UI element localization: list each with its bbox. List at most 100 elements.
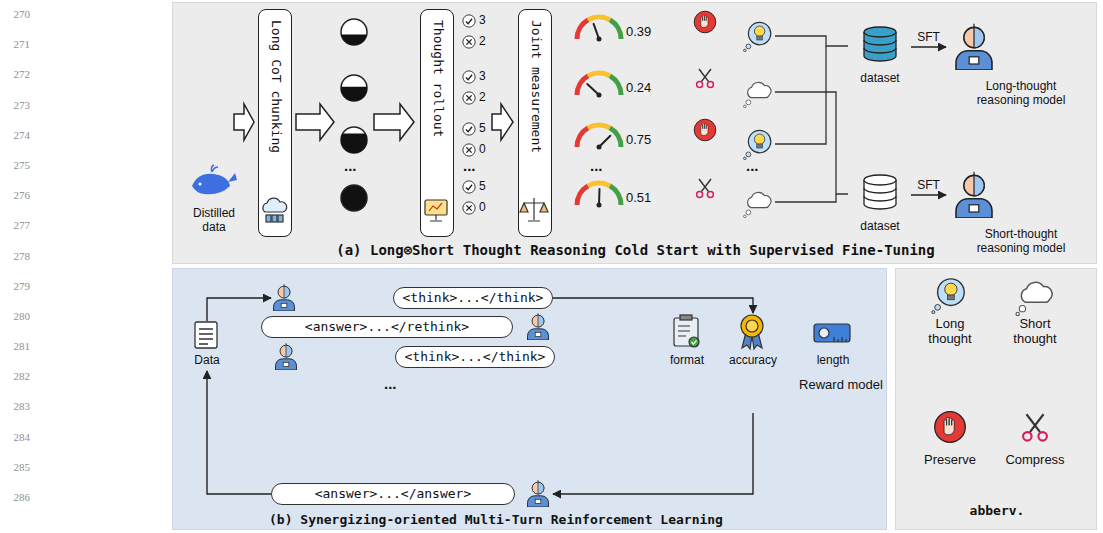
line-number: 282 — [2, 369, 30, 384]
gauge-icon — [577, 17, 621, 207]
ellipsis: ... — [463, 158, 493, 173]
gauge-icon — [599, 136, 610, 147]
box-icon — [429, 203, 442, 211]
model-icon — [956, 24, 992, 70]
legend-icon — [1016, 282, 1052, 315]
data-icon — [195, 322, 217, 348]
merge-line — [775, 46, 826, 144]
legend-text: Short thought — [1005, 316, 1065, 346]
filled-circle — [341, 87, 367, 101]
node-text: Data — [186, 353, 228, 368]
box-icon — [266, 215, 271, 222]
filled-circle — [341, 19, 367, 211]
process-box: Joint measurement — [518, 9, 552, 237]
thought-icon — [744, 130, 771, 159]
model-icon — [528, 313, 549, 340]
line-number: 274 — [2, 128, 30, 143]
gauge-icon — [597, 93, 602, 98]
line-number: 275 — [2, 158, 30, 173]
length-icon — [814, 324, 850, 342]
accuracy-icon — [742, 332, 762, 349]
format-icon — [674, 318, 698, 346]
ellipsis: ... — [384, 376, 414, 391]
legend-icon — [932, 279, 964, 314]
line-number: 283 — [2, 399, 30, 414]
ellipsis: ... — [746, 158, 776, 173]
whale-icon — [228, 173, 237, 182]
preserve-compress-icon — [694, 11, 716, 33]
preserve-compress-icon — [697, 179, 714, 198]
gauge-icon — [597, 203, 602, 208]
hollow-arrow — [296, 104, 334, 140]
model-icon — [274, 284, 295, 311]
node-text: <answer>...</answer> — [271, 483, 515, 505]
data-icon — [195, 322, 217, 348]
rollout-count: 2 — [479, 34, 493, 49]
thought-icon — [744, 192, 771, 217]
connector — [911, 46, 946, 47]
format-icon — [678, 326, 690, 336]
check-cross-icon — [463, 92, 475, 104]
node-text: Distilled data — [183, 206, 245, 234]
gauge-icon — [577, 183, 621, 205]
gauge-icon — [597, 37, 602, 42]
edge-label: SFT — [909, 178, 949, 192]
thought-icon — [744, 82, 771, 107]
merge-line — [775, 92, 848, 194]
whale-icon — [192, 165, 237, 194]
format-icon — [674, 315, 699, 347]
legend-text: Preserve — [915, 452, 985, 467]
connector — [553, 298, 753, 313]
accuracy-icon — [741, 315, 763, 349]
box-icon — [430, 215, 442, 221]
thought-icon — [744, 22, 771, 51]
ellipsis: ... — [590, 158, 620, 173]
preserve-compress-icon — [694, 119, 716, 141]
check-cross-icon — [463, 144, 475, 156]
line-number: 281 — [2, 339, 30, 354]
legend-icon — [935, 412, 966, 443]
merge-line — [775, 36, 848, 202]
connector — [553, 413, 753, 494]
check-cross-icon — [463, 15, 475, 214]
rollout-count: 5 — [479, 121, 493, 136]
rollout-count: 0 — [479, 142, 493, 157]
box-icon — [520, 203, 548, 212]
dialog-turn: <answer>...</rethink> — [261, 314, 553, 340]
length-icon — [814, 324, 850, 342]
dataset-icon — [864, 27, 896, 209]
dataset-node: dataset — [849, 23, 911, 103]
model-icon — [528, 480, 549, 507]
check-cross-icon — [463, 202, 475, 214]
model-node: Long-thought reasoning model — [946, 23, 1096, 113]
node-text: <think>...</think> — [393, 287, 553, 309]
line-number: 278 — [2, 249, 30, 264]
model-icon — [274, 24, 993, 507]
box-icon — [425, 200, 447, 215]
node-text: Short-thought reasoning model — [961, 227, 1081, 255]
box-icon — [263, 198, 287, 212]
accuracy-icon — [741, 315, 763, 337]
filled-circle — [341, 134, 367, 154]
format-icon — [689, 337, 699, 347]
preserve-compress-icon — [694, 11, 716, 197]
thought-icon — [744, 22, 771, 217]
source-node: Distilled data — [183, 161, 245, 236]
filled-circle — [341, 185, 367, 211]
panel-caption: abberv. — [896, 503, 1098, 518]
line-number: 280 — [2, 309, 30, 324]
process-box: Long CoT chunking — [258, 9, 292, 237]
node-text: dataset — [849, 71, 911, 86]
node-text: Long CoT chunking — [268, 20, 284, 153]
gauge-icon — [597, 145, 602, 150]
line-number: 284 — [2, 430, 30, 445]
connector — [207, 371, 271, 494]
rollout-count: 2 — [479, 90, 493, 105]
check-cross-icon — [463, 71, 475, 83]
merge-line — [775, 194, 836, 202]
rollout-count: 3 — [479, 13, 493, 28]
dialog-turn: <think>...</think> — [273, 344, 555, 370]
format-icon — [680, 315, 692, 320]
rollout-count: 5 — [479, 179, 493, 194]
box-icon — [272, 215, 277, 222]
